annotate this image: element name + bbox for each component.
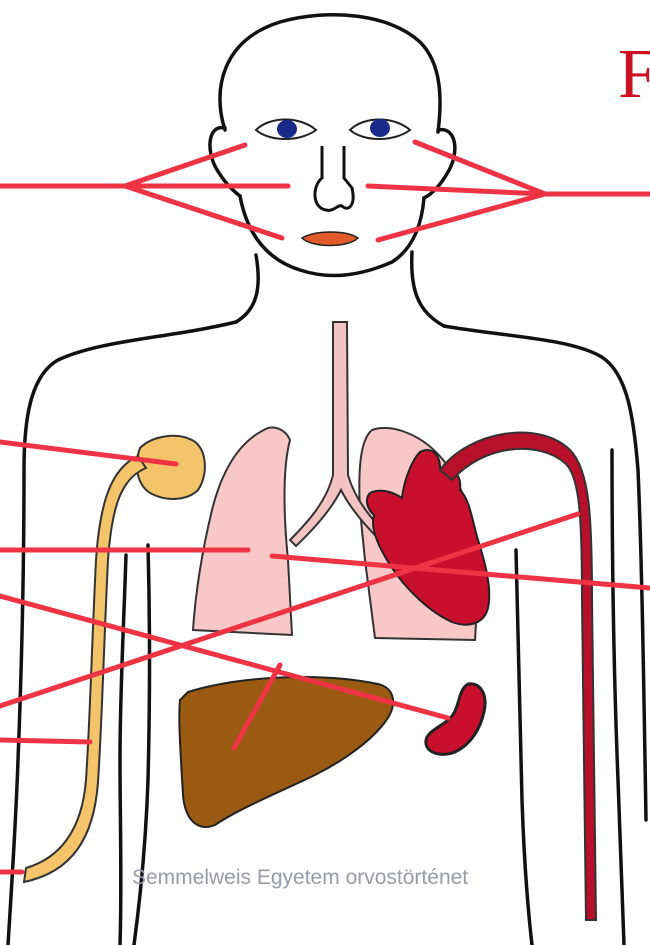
ureter bbox=[24, 456, 146, 882]
pointer-line-4 bbox=[125, 186, 282, 238]
kidney bbox=[137, 436, 205, 499]
left-inner-arm bbox=[120, 555, 126, 945]
pointer-line-15 bbox=[0, 740, 90, 742]
watermark: Semmelweis Egyetem orvostörténet bbox=[132, 866, 468, 890]
pointer-line-7 bbox=[368, 186, 545, 194]
spleen bbox=[426, 684, 485, 755]
nose-icon bbox=[315, 146, 353, 210]
right-iris bbox=[370, 119, 390, 137]
left-lung bbox=[193, 428, 292, 636]
neck-left bbox=[236, 255, 258, 322]
left-iris bbox=[277, 120, 297, 138]
pointer-line-8 bbox=[378, 194, 545, 240]
right-torso bbox=[516, 550, 532, 945]
head-outline bbox=[220, 15, 440, 132]
liver bbox=[179, 677, 393, 827]
title-fragment: F bbox=[618, 40, 650, 110]
neck-right bbox=[412, 252, 444, 326]
pointer-line-6 bbox=[415, 142, 545, 194]
lips-icon bbox=[302, 232, 358, 246]
pointer-line-2 bbox=[125, 145, 245, 186]
right-inner-arm bbox=[612, 450, 624, 945]
